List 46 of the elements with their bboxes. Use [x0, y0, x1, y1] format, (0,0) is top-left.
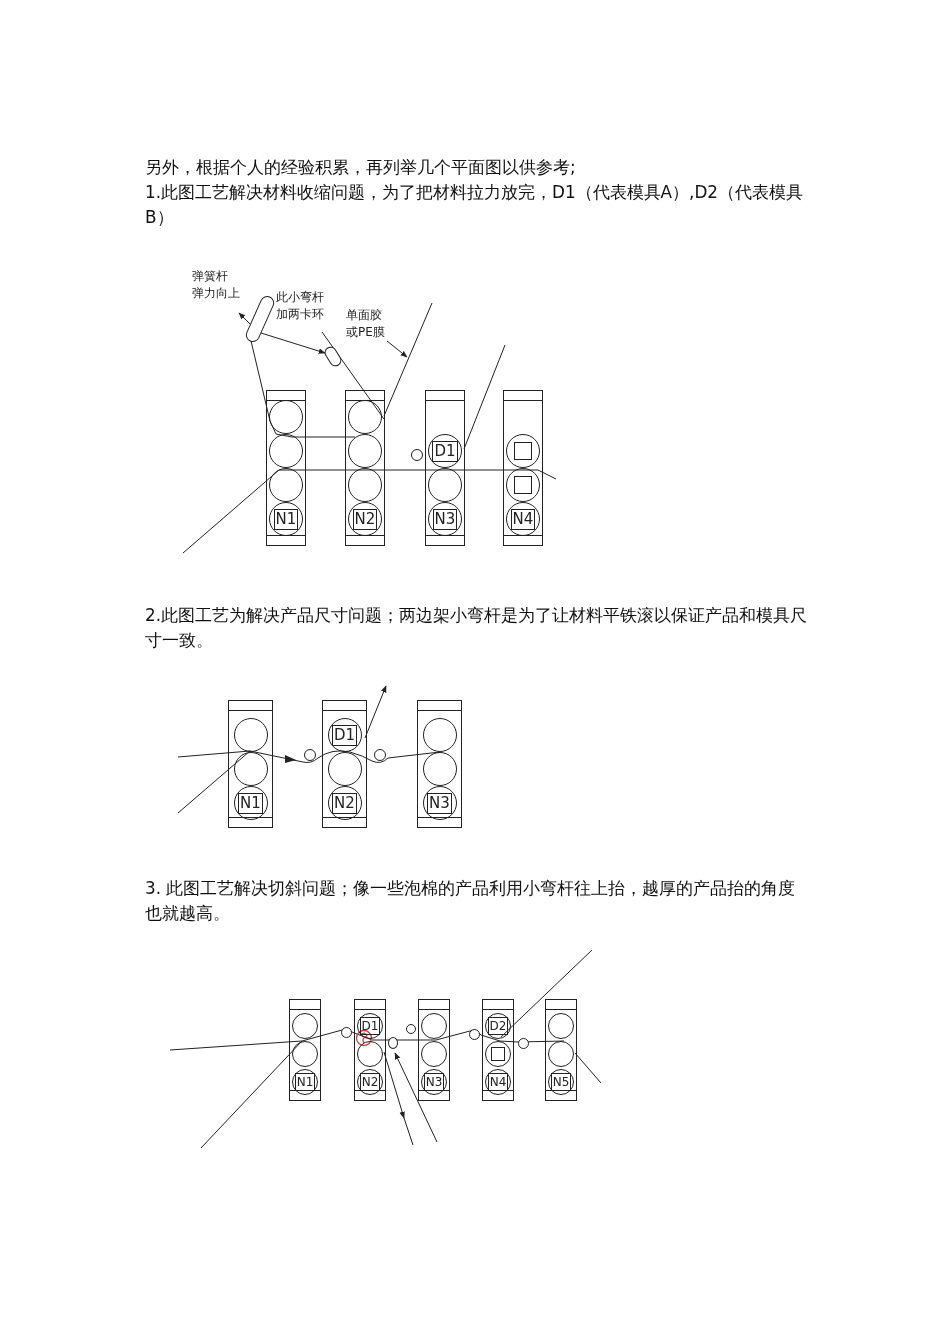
roller-frame: [503, 390, 543, 546]
idler-roller: [388, 1037, 398, 1049]
roller-frame: [354, 999, 386, 1101]
roller-label: N5: [550, 1073, 572, 1091]
idler-roller: [469, 1029, 480, 1040]
paragraph: 3. 此图工艺解决切斜问题；像一些泡棉的产品利用小弯杆往上抬，越厚的产品抬的角度也就越高。: [145, 877, 797, 925]
roller-label: N4: [510, 508, 536, 530]
roller-label: N1: [238, 792, 263, 814]
roller-frame: [482, 999, 514, 1101]
roller-frame: [322, 700, 367, 828]
roller-label: D2: [487, 1017, 509, 1035]
idler-roller: [518, 1038, 529, 1049]
roller-frame: [345, 390, 385, 546]
roller-frame: [545, 999, 577, 1101]
roller-label: D1: [432, 440, 458, 462]
roller-frame: [417, 700, 462, 828]
roller-frame: [289, 999, 321, 1101]
paragraph: 1.此图工艺解决材料收缩问题，为了把材料拉力放完，D1（代表模具A）,D2（代表模具B）: [145, 181, 805, 229]
idler-roller: [304, 749, 316, 761]
leader-arrow: [386, 340, 408, 358]
roller-label: N2: [332, 792, 357, 814]
roller-frame: [425, 390, 465, 546]
roller-label: N3: [423, 1073, 445, 1091]
arrow: [260, 332, 326, 354]
idler-roller: [411, 449, 423, 461]
roller-label: N1: [273, 508, 299, 530]
roller-label: N2: [359, 1073, 381, 1091]
annotation-label: 此小弯杆加两卡环: [276, 289, 325, 323]
idler-roller: [374, 749, 386, 761]
idler-roller: [406, 1024, 416, 1034]
annotation-label: 单面胶或PE膜: [346, 307, 387, 341]
roller-label: N1: [294, 1073, 316, 1091]
annotation-label: 弹簧杆弹力向上: [192, 268, 241, 302]
roller-frame: [266, 390, 306, 546]
idler-roller: [341, 1027, 352, 1038]
roller-label: N3: [432, 508, 458, 530]
guide-bar: [323, 345, 343, 368]
paragraph: 另外，根据个人的经验积累，再列举几个平面图以供参考;: [145, 156, 577, 179]
roller-label: D1: [331, 724, 358, 746]
roller-label: N4: [487, 1073, 509, 1091]
roller-frame: [418, 999, 450, 1101]
roller-frame: [228, 700, 273, 828]
paragraph: 2.此图工艺为解决产品尺寸问题；两边架小弯杆是为了让材料平铁滚以保证产品和模具尺寸一致。: [145, 604, 808, 652]
roller-label: N3: [427, 792, 452, 814]
roller-label: N2: [352, 508, 378, 530]
roller-label: D1: [359, 1017, 381, 1035]
